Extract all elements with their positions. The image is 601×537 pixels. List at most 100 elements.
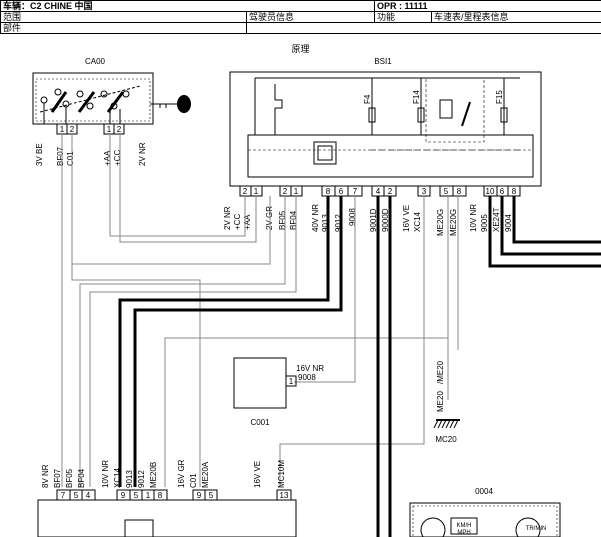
wire-label: BF07: [56, 146, 65, 166]
bsi1-pin: 8: [326, 187, 331, 196]
bsi1-pin: 8: [512, 187, 517, 196]
wire-label: 9008: [348, 208, 357, 226]
wire-label: 9000D: [381, 208, 390, 232]
ca00-label: CA00: [85, 57, 106, 66]
wire-label: C01: [189, 473, 198, 488]
mc20-label: MC20: [435, 435, 457, 444]
wire-label: 9004: [504, 214, 513, 232]
c0004-label: 0004: [475, 487, 493, 496]
wire-label: ME20B: [149, 462, 158, 488]
wire-label: +AA: [243, 214, 252, 230]
c0004-box: [409, 502, 561, 537]
bsi1-pin: 4: [376, 187, 381, 196]
wire-label: 9013: [321, 214, 330, 232]
key-icon: [150, 95, 191, 113]
ca00-pin: 1: [107, 125, 112, 134]
ground-icon: [433, 419, 460, 429]
wire-label: BF05: [278, 210, 287, 230]
wire-label: +CC: [233, 214, 242, 230]
fuse-label: F15: [495, 90, 504, 104]
bsi1-pin: 7: [353, 187, 358, 196]
wire-label: +AA: [103, 150, 112, 166]
cluster-pin: 5: [134, 491, 139, 500]
ca00-box: [32, 72, 191, 125]
wire-label: BF05: [65, 468, 74, 488]
c001-pin: 1: [289, 377, 294, 386]
wire-label: 40V NR: [311, 204, 320, 232]
bsi1-pin: 2: [243, 187, 248, 196]
gauge-label: KM/H: [457, 523, 472, 529]
wire-label: C01: [66, 151, 75, 166]
wire-label: XE24T: [492, 207, 501, 232]
wire-label: BF04: [77, 468, 86, 488]
wire-label: ME20G: [436, 209, 445, 236]
wire-label: 9005: [480, 214, 489, 232]
c001-label: C001: [250, 418, 270, 427]
cluster-pin: 13: [280, 491, 289, 500]
wire-label: ME20G: [449, 209, 458, 236]
wire-label: 3V BE: [35, 143, 44, 166]
wire-label: 10V NR: [469, 204, 478, 232]
bsi1-pin: 8: [457, 187, 462, 196]
wire-label: 8V NR: [41, 464, 50, 488]
wire-label: 16V GR: [177, 459, 186, 488]
bsi1-pin: 2: [283, 187, 288, 196]
cluster-pin: 1: [146, 491, 151, 500]
bsi1-pin: 10: [486, 187, 495, 196]
cluster-connectors: [37, 489, 297, 537]
bsi1-label: BSI1: [374, 57, 392, 66]
wire-label: 16V VE: [253, 461, 262, 488]
wire-label: 9001D: [369, 208, 378, 232]
switch-contacts: [39, 85, 141, 124]
wire-label: 2V NR: [223, 206, 232, 230]
wire-label: MC10M: [277, 460, 286, 488]
bsi1-pin: 3: [422, 187, 427, 196]
ca00-pin: 2: [117, 125, 122, 134]
ca00-pin: 2: [70, 125, 75, 134]
wire-label: 10V NR: [101, 460, 110, 488]
wire-label: 16V NR: [296, 364, 324, 373]
fuse-label: F14: [412, 90, 421, 104]
header-table: 车辆：C2 CHINE 中国 OPR : 11111 范围 驾驶员信息 功能 车…: [0, 0, 601, 44]
cluster-pin: 5: [74, 491, 79, 500]
cluster-pin: 7: [61, 491, 66, 500]
cluster-pin: 9: [121, 491, 126, 500]
thick-wires: [118, 196, 601, 537]
cluster-pin: 8: [158, 491, 163, 500]
c001-box: [233, 357, 297, 409]
bsi1-pin: 6: [339, 187, 344, 196]
thin-wires: [61, 134, 459, 487]
bsi1-pin: 1: [294, 187, 299, 196]
wire-label: ME20A: [201, 461, 210, 488]
gauge-label: TR/MIN: [526, 526, 547, 532]
wire-label: /ME20: [436, 360, 445, 384]
diagram-title: 原理: [291, 44, 310, 54]
wire-label: 9008: [298, 373, 316, 382]
bsi1-box: [229, 71, 542, 187]
bsi1-pin: 5: [444, 187, 449, 196]
wire-label: XC14: [113, 467, 122, 488]
fuse-label: F4: [363, 94, 372, 104]
cluster-pin: 5: [209, 491, 214, 500]
gauge-label: MPH: [457, 530, 470, 536]
bsi1-pin: 6: [500, 187, 505, 196]
wire-label: 16V VE: [402, 205, 411, 232]
wire-label: XC14: [413, 211, 422, 232]
bsi1-pin: 2: [388, 187, 393, 196]
wire-label: BF07: [53, 468, 62, 488]
wire-label: 9012: [137, 470, 146, 488]
ca00-pin: 1: [60, 125, 65, 134]
cluster-pin: 9: [197, 491, 202, 500]
wire-label: BF04: [289, 210, 298, 230]
speedometer-icon: [450, 517, 478, 535]
ca00-pin-block: [56, 123, 125, 135]
wire-label: 9012: [334, 214, 343, 232]
cluster-pin: 4: [86, 491, 91, 500]
wire-label: +CC: [113, 150, 122, 166]
part-label: 部件: [0, 22, 247, 34]
wire-label: 2V NR: [138, 142, 147, 166]
wire-label: ME20: [436, 391, 445, 412]
wire-label: 9013: [125, 470, 134, 488]
bsi1-pin: 1: [254, 187, 259, 196]
